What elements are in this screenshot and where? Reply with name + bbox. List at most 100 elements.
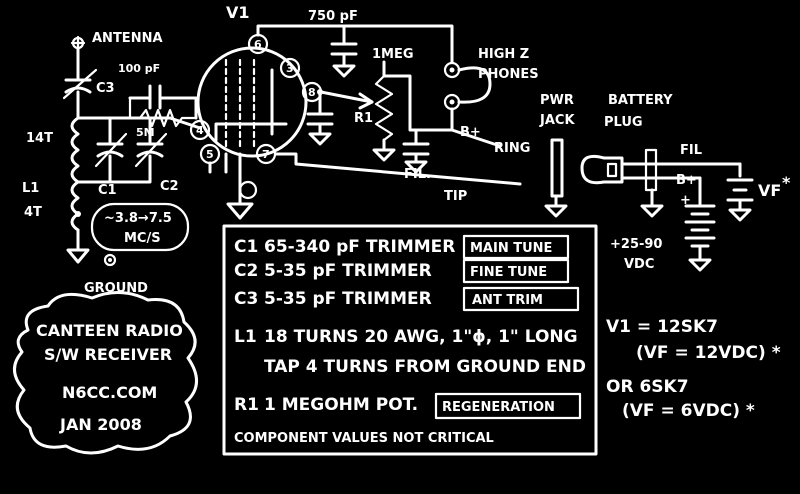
pin-3: 3 (279, 57, 301, 79)
pot-1meg-label: 1MEG (372, 47, 414, 62)
title-line-2: S/W RECEIVER (44, 345, 172, 364)
battery-voltage-line2: VDC (624, 257, 654, 272)
tube-grids (214, 58, 288, 148)
c-100pf-label: 100 pF (118, 62, 160, 75)
c1-wire-bottom (76, 154, 112, 184)
svg-text:6: 6 (254, 38, 262, 51)
grid-to-pin4-wire (168, 116, 202, 130)
phones-label-line1: HIGH Z (478, 47, 529, 62)
tube-note-4: (VF = 6VDC) * (622, 401, 755, 421)
b-plus-label: B+ (460, 125, 481, 140)
pin-4: 4 (189, 119, 211, 141)
plate-wire (256, 24, 454, 64)
vf-label: VF (758, 181, 781, 200)
vf-asterisk: * (782, 173, 791, 192)
c3-capacitor-symbol (62, 68, 98, 100)
c-01-symbol (402, 142, 430, 174)
ground-terminal (103, 253, 117, 267)
r-5m-label: 5M (136, 126, 155, 139)
freq-range-callout (90, 202, 190, 252)
pot-wiper-arrow (358, 92, 374, 110)
phones-terminal-bottom (443, 93, 461, 111)
tube-note-2: (VF = 12VDC) * (636, 343, 781, 363)
freq-range-line2: MC/S (124, 231, 161, 246)
battery-plug-label-line1: BATTERY (608, 93, 673, 108)
turns-4-label: 4T (24, 205, 42, 220)
parts-row-0-tag: MAIN TUNE (470, 241, 552, 256)
grid-cap-symbol (148, 84, 162, 110)
battery-plug-symbol (580, 154, 624, 185)
heater-wires (224, 152, 242, 174)
parts-row-0-tag-box (462, 234, 570, 260)
c-0047-symbol (306, 112, 334, 146)
parts-row-2-tag-box (462, 286, 580, 312)
c3-label: C3 (96, 81, 115, 96)
parts-row-3-text: 18 TURNS 20 AWG, 1"ϕ, 1" LONG (264, 327, 578, 347)
tube-ground-symbol (226, 202, 254, 220)
c-750pf-symbol (330, 24, 358, 78)
svg-text:3: 3 (286, 62, 294, 75)
fil-right-label: FIL (680, 143, 702, 158)
battery-plug-body (644, 148, 658, 192)
antenna-terminal (70, 35, 86, 51)
pot-to-bplus-wire (382, 74, 454, 132)
phones-terminal-top (443, 61, 461, 79)
tube-note-1: V1 = 12SK7 (606, 317, 718, 337)
b-plus-ring-wire (450, 128, 502, 148)
fil-battery-symbol (726, 178, 754, 222)
pwr-jack-label-line2: JACK (539, 113, 575, 128)
parts-row-0-text: 65-340 pF TRIMMER (264, 237, 455, 257)
parts-row-5-tag-box (434, 392, 582, 420)
parts-row-6-text: COMPONENT VALUES NOT CRITICAL (234, 431, 494, 446)
freq-range-line1: ~3.8→7.5 (104, 211, 172, 226)
cathode-to-pot-arrow (319, 90, 374, 104)
bplus-plus-sign: + (680, 193, 691, 208)
parts-row-5-text: 1 MEGOHM POT. (264, 395, 418, 415)
pwr-jack-ground (544, 204, 568, 218)
c1-capacitor-symbol (94, 132, 128, 168)
parts-row-3-ref: L1 (234, 327, 257, 347)
ring-label: RING (494, 141, 530, 156)
bplus-battery-symbol (684, 204, 716, 272)
pot-ground-symbol (372, 148, 396, 162)
svg-text:5: 5 (206, 148, 214, 161)
title-line-4: JAN 2008 (59, 415, 142, 434)
parts-list: C1 65-340 pF TRIMMER MAIN TUNE C2 5-35 p… (234, 234, 586, 446)
parts-row-1-ref: C2 (234, 261, 258, 281)
coil-ground-symbol (66, 248, 90, 264)
pwr-jack-symbol (550, 138, 564, 198)
pwr-jack-label-line1: PWR (540, 93, 574, 108)
battery-voltage-line1: +25-90 (610, 237, 662, 252)
parts-row-1-tag-box (462, 258, 570, 284)
parts-list-box (222, 224, 598, 456)
parts-row-2-text: 5-35 pF TRIMMER (264, 289, 432, 309)
battery-plug-wires (620, 162, 742, 180)
title-cloud (13, 291, 198, 455)
tube-note-3: OR 6SK7 (606, 377, 689, 397)
c1-label: C1 (98, 183, 117, 198)
tube-label: V1 (226, 3, 250, 22)
grid-cap-wires (128, 96, 198, 120)
parts-row-5-tag: REGENERATION (442, 400, 555, 415)
svg-text:4: 4 (196, 124, 204, 137)
title-line-3: N6CC.COM (62, 383, 157, 402)
svg-text:8: 8 (308, 86, 316, 99)
c2-capacitor-symbol (134, 132, 168, 168)
l1-tap-dot (75, 211, 81, 217)
plug-ground-symbol (640, 204, 664, 218)
tip-label: TIP (444, 189, 467, 204)
c-750pf-label: 750 pF (308, 9, 358, 24)
ground-label: GROUND (84, 281, 148, 296)
pot-r1-resistor (374, 74, 394, 142)
tube-envelope (196, 46, 308, 158)
title-line-1: CANTEEN RADIO (36, 321, 183, 340)
phones-label-line2: PHONES (478, 67, 539, 82)
parts-row-5-ref: R1 (234, 395, 259, 415)
parts-row-1-text: 5-35 pF TRIMMER (264, 261, 432, 281)
pin-6: 6 (247, 33, 269, 55)
battery-plug-label-line2: PLUG (604, 115, 643, 130)
fil-label: FIL. (404, 167, 431, 182)
antenna-label: ANTENNA (92, 31, 163, 46)
c2-label: C2 (160, 179, 179, 194)
